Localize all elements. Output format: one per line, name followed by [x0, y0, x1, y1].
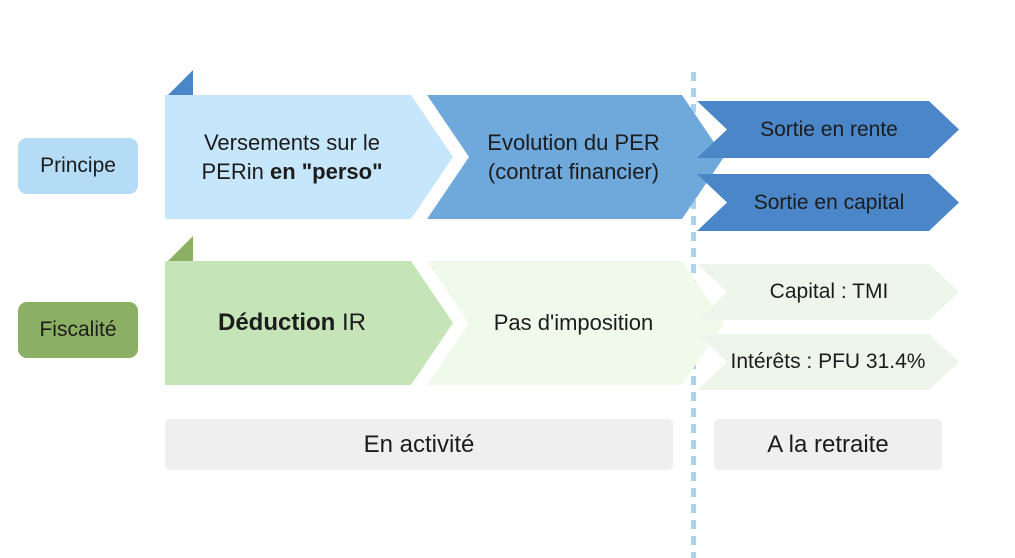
phase-en-activite: En activité: [165, 419, 673, 470]
outcome-capital-tmi: Capital : TMI: [697, 264, 959, 320]
row-label-fiscalite: Fiscalité: [18, 302, 138, 358]
outcome-interets-pfu: Intérêts : PFU 31.4%: [697, 334, 959, 390]
row-label-principe-text: Principe: [40, 154, 116, 177]
step-deduction-ir: Déduction IR: [165, 261, 453, 385]
outcome-sortie-en-rente: Sortie en rente: [697, 101, 959, 158]
outcome-sortie-en-rente-label: Sortie en rente: [760, 117, 898, 141]
outcome-interets-pfu-label: Intérêts : PFU 31.4%: [730, 350, 926, 374]
step-versements: Versements sur le PERin en "perso": [165, 95, 453, 219]
folded-corner-icon-principe: [167, 70, 193, 96]
row-label-principe: Principe: [18, 138, 138, 194]
phase-en-activite-label: En activité: [363, 430, 475, 458]
folded-corner-icon-fiscalite: [167, 236, 193, 262]
outcome-sortie-en-capital: Sortie en capital: [697, 174, 959, 231]
step-evolution-line2: (contrat financier): [487, 159, 660, 184]
step-versements-line2-bold: en "perso": [269, 159, 383, 184]
step-evolution-per: Evolution du PER (contrat financier): [427, 95, 724, 219]
step-evolution-line1: Evolution du PER: [487, 129, 660, 155]
step-versements-line2-plain: PERin: [201, 159, 270, 184]
row-label-fiscalite-text: Fiscalité: [39, 318, 117, 341]
step-deduction-plain: IR: [335, 309, 366, 337]
step-pas-imposition: Pas d'imposition: [427, 261, 724, 385]
outcome-sortie-en-capital-label: Sortie en capital: [753, 190, 905, 214]
phase-a-la-retraite-label: A la retraite: [767, 430, 889, 458]
step-versements-line1: Versements sur le: [203, 129, 381, 155]
outcome-capital-tmi-label: Capital : TMI: [769, 280, 889, 304]
step-pas-imposition-label: Pas d'imposition: [493, 310, 654, 336]
step-deduction-bold: Déduction: [218, 309, 336, 337]
phase-a-la-retraite: A la retraite: [714, 419, 942, 470]
